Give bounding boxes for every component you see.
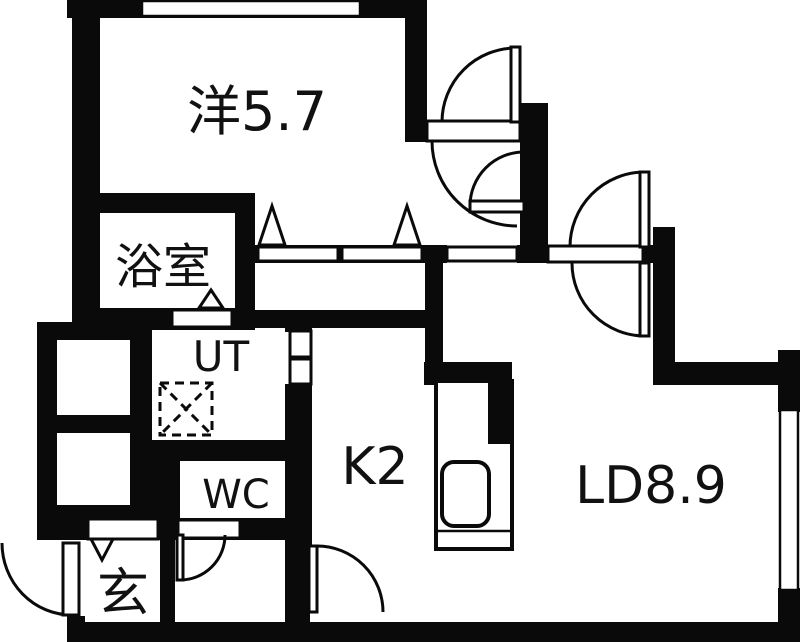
wall-closet-bottom xyxy=(240,310,427,328)
kitchen-sink-icon xyxy=(440,460,491,528)
ut-kitchen-slot-1 xyxy=(288,329,313,359)
bathroom-fold-triangle xyxy=(196,287,226,310)
kitchen-counter xyxy=(434,379,514,551)
corridor-doorway xyxy=(546,244,645,264)
wall-k2-door-stub xyxy=(285,545,310,623)
wall-left-upper xyxy=(72,0,100,340)
window-right-icon xyxy=(778,408,800,592)
wall-bath-top xyxy=(82,193,255,213)
bathroom-door-panel xyxy=(170,308,234,329)
closet-door-panel-1 xyxy=(256,245,340,263)
doors xyxy=(0,45,651,617)
corridor-door-down-arc xyxy=(570,262,646,338)
fixtures xyxy=(158,379,514,551)
corridor-door-up-arc xyxy=(568,170,645,248)
entrance-door-leaf xyxy=(61,541,81,617)
wall-genkan-step xyxy=(160,520,175,623)
wall-storage-divider xyxy=(55,415,152,433)
wall-upper-thick xyxy=(520,103,548,263)
wall-mid-vertical xyxy=(425,245,443,385)
wall-doorrow-left xyxy=(517,245,548,263)
wc-door-arc xyxy=(179,534,227,582)
wall-left-lower xyxy=(37,340,57,510)
wall-ld-top xyxy=(653,362,798,385)
wall-western-right xyxy=(405,18,427,142)
k2-door-leaf xyxy=(307,544,319,614)
label-toilet: WC xyxy=(202,472,269,518)
western-door-leaf xyxy=(509,45,522,124)
room-labels: 洋5.7 浴室 UT WC 玄 K2 LD8.9 xyxy=(97,80,727,624)
genkan-closet-panel xyxy=(86,517,160,541)
wall-right-bottom xyxy=(778,588,800,642)
wall-ut-bottom xyxy=(140,440,312,461)
wall-corridor-right xyxy=(653,227,675,377)
nook-door2-arc xyxy=(468,150,525,207)
k2-door-arc xyxy=(316,544,385,613)
wall-doorrow-right xyxy=(643,245,675,263)
washing-machine-icon xyxy=(158,381,214,437)
corridor-door-up-leaf xyxy=(638,170,651,249)
nook-door2-leaf xyxy=(468,199,526,214)
folding-door-markers xyxy=(88,201,423,564)
wall-bottom xyxy=(67,622,800,642)
wc-door-opening xyxy=(176,518,242,540)
label-western-room: 洋5.7 xyxy=(187,80,327,143)
ut-kitchen-slot-2 xyxy=(288,357,313,386)
closet-door-panel-2 xyxy=(340,245,424,263)
kitchen-counter-wall xyxy=(488,381,512,444)
wall-column-top xyxy=(285,310,312,332)
nook-south-opening xyxy=(445,245,519,263)
western-door-arc xyxy=(440,46,517,123)
closet-fold-triangle-2 xyxy=(391,201,423,247)
label-entrance: 玄 xyxy=(97,564,149,624)
label-bathroom: 浴室 xyxy=(115,239,211,295)
closet-fold-triangle-1 xyxy=(256,201,288,247)
nook-door-arc xyxy=(430,140,518,228)
wall-bath-right xyxy=(235,193,255,330)
entrance-door-arc xyxy=(0,542,73,617)
corridor-door-down-leaf xyxy=(638,261,651,338)
label-kitchen: K2 xyxy=(341,437,408,497)
wc-door-leaf xyxy=(175,533,185,582)
nook-doorway xyxy=(425,119,522,143)
label-living-dining: LD8.9 xyxy=(575,456,727,516)
walls xyxy=(37,0,800,642)
genkan-fold-triangle xyxy=(88,537,116,564)
window-top-icon xyxy=(140,0,362,18)
label-utility: UT xyxy=(193,332,250,381)
